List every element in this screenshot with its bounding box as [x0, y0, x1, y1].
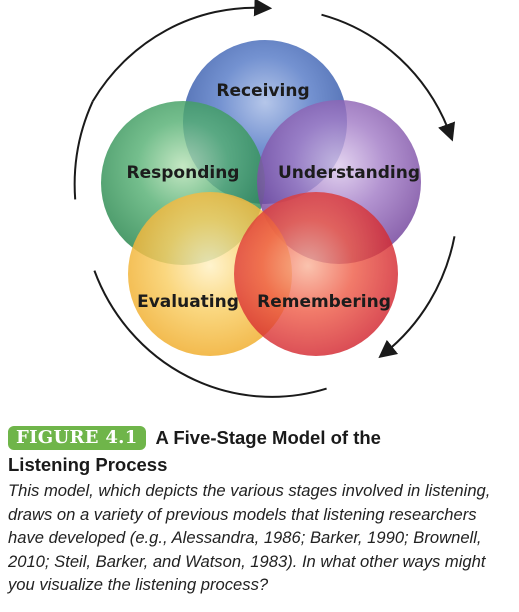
caption-body: This model, which depicts the various st…	[8, 481, 491, 594]
cycle-arrow-top	[91, 0, 273, 102]
receiving-label: Receiving	[216, 81, 309, 101]
listening-process-diagram: Receiving Responding Understanding Evalu…	[73, 0, 456, 398]
figure-title-line1: A Five-Stage Model of the	[155, 427, 381, 448]
remembering-circle	[234, 192, 398, 356]
cycle-ring	[73, 0, 456, 398]
cycle-arrow-bottom-right	[378, 236, 456, 359]
cycle-arrow-bottom-left	[93, 270, 327, 398]
understanding-label: Understanding	[278, 163, 420, 183]
stage-circles	[101, 40, 421, 356]
figure-caption: FIGURE 4.1 A Five-Stage Model of the Lis…	[8, 424, 514, 597]
figure-title-line2: Listening Process	[8, 454, 168, 475]
cycle-arrow-right	[321, 13, 456, 142]
responding-label: Responding	[127, 163, 240, 183]
cycle-arrow-left	[73, 100, 94, 200]
remembering-label: Remembering	[257, 292, 391, 312]
figure-heading: FIGURE 4.1 A Five-Stage Model of the	[8, 424, 514, 452]
figure-number-badge: FIGURE 4.1	[8, 426, 146, 450]
stage-labels: Receiving Responding Understanding Evalu…	[127, 81, 421, 312]
evaluating-label: Evaluating	[137, 292, 239, 312]
